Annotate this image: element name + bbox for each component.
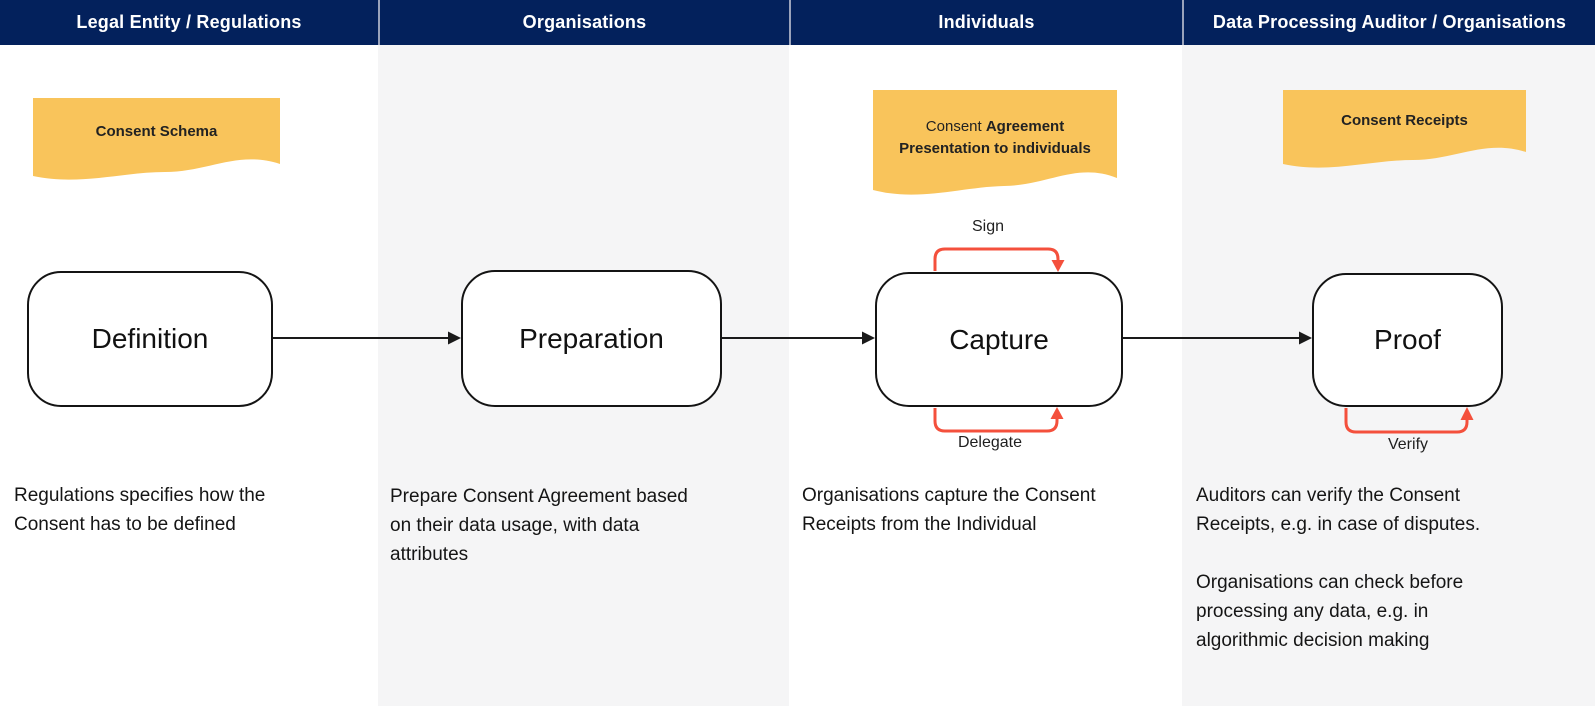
document-label: Consent Receipts	[1341, 112, 1468, 129]
node-label: Proof	[1374, 324, 1441, 355]
document-shape-icon	[1283, 90, 1526, 168]
loop-arrow-delegate	[933, 407, 1064, 433]
document-consent-schema: Consent Schema	[33, 98, 280, 188]
lane-header-auditor: Data Processing Auditor / Organisations	[1184, 0, 1595, 45]
description-organisations: Prepare Consent Agreement based on their…	[390, 486, 688, 565]
document-consent-agreement-presentation: Consent Agreement Presentation to indivi…	[873, 90, 1117, 198]
node-definition: Definition	[27, 271, 273, 407]
node-capture: Capture	[875, 272, 1123, 407]
document-shape-icon	[33, 98, 280, 180]
lane-header-label: Organisations	[522, 12, 647, 32]
document-shape-icon	[873, 90, 1117, 195]
document-label: Consent Schema	[95, 123, 218, 140]
lane-header-organisations: Organisations	[380, 0, 789, 45]
document-label: Consent Agreement Presentation to indivi…	[885, 116, 1105, 160]
loop-label-sign: Sign	[971, 218, 1005, 235]
loop-label-verify: Verify	[1387, 436, 1429, 453]
document-label-normal-segment: Consent	[925, 118, 986, 135]
node-proof: Proof	[1312, 273, 1503, 407]
lane-header-legal-entity: Legal Entity / Regulations	[0, 0, 378, 45]
description-legal-entity: Regulations specifies how the Consent ha…	[14, 485, 266, 535]
description-auditor: Auditors can verify the Consent Receipts…	[1196, 485, 1481, 651]
lane-header-row: Legal Entity / Regulations Organisations…	[0, 0, 1595, 45]
lane-header-label: Data Processing Auditor / Organisations	[1212, 12, 1567, 32]
lane-header-individuals: Individuals	[791, 0, 1182, 45]
loop-label-delegate: Delegate	[957, 434, 1023, 451]
node-label: Definition	[91, 323, 209, 354]
lane-header-label: Individuals	[938, 12, 1035, 32]
document-label-bold-segment: Agreement Presentation to individuals	[899, 118, 1091, 157]
loop-arrow-sign	[933, 247, 1065, 272]
lane-header-label: Legal Entity / Regulations	[76, 12, 302, 32]
node-label: Preparation	[519, 322, 664, 354]
document-consent-receipts: Consent Receipts	[1283, 90, 1526, 174]
node-preparation: Preparation	[461, 270, 722, 407]
description-individuals: Organisations capture the Consent Receip…	[802, 485, 1096, 535]
node-label: Capture	[949, 323, 1049, 355]
